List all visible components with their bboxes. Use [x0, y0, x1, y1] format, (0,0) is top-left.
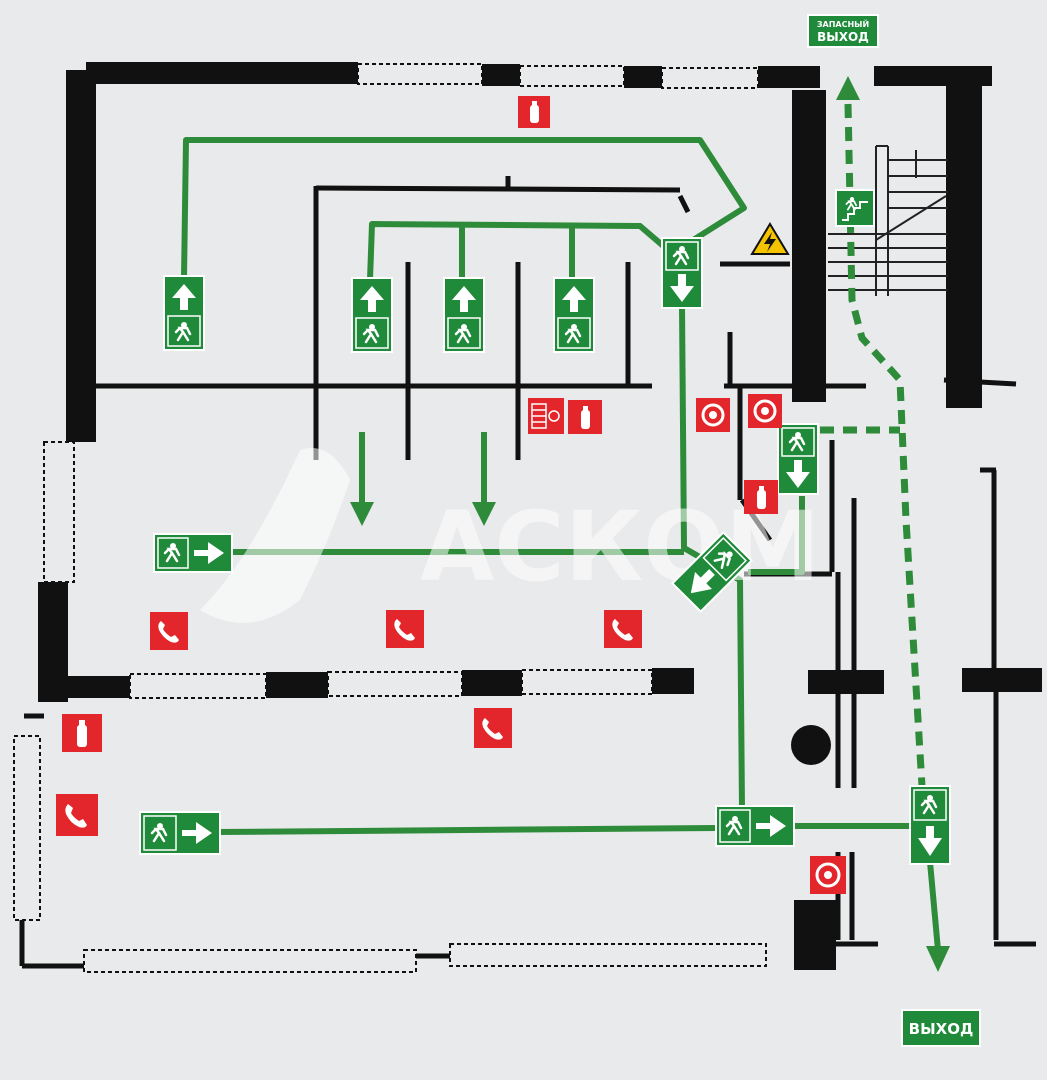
route-arrowheads — [350, 76, 950, 972]
emergency-exit-line2: ВЫХОД — [817, 30, 869, 44]
wall-mid-6 — [962, 668, 1042, 692]
wall-mid-1 — [50, 676, 130, 698]
right-arrow-signs — [139, 533, 795, 855]
right-arrow-icon — [715, 805, 795, 847]
wall-top-4 — [758, 66, 820, 88]
pillar-bottom — [794, 900, 836, 970]
up-arrow-icon — [443, 277, 485, 353]
right-arrow-icon — [153, 533, 233, 573]
fire-extinguisher-icon — [518, 96, 550, 128]
phone-icon — [150, 612, 188, 650]
up-arrow-signs — [163, 275, 595, 353]
fire-alarm-button-icon — [748, 394, 782, 428]
main-exit-sign: ВЫХОД — [901, 1009, 981, 1047]
emergency-exit-line1: ЗАПАСНЫЙ — [817, 18, 869, 29]
wall-top-1 — [86, 62, 358, 84]
fire-hydrant-icon — [528, 398, 564, 434]
wall-stair-right — [946, 84, 982, 408]
windows — [13, 63, 767, 973]
watermark-logo-icon — [200, 448, 350, 623]
down-arrow-icon — [670, 530, 754, 614]
phone-icon — [604, 610, 642, 648]
wall-mid-3 — [462, 670, 522, 696]
phone-icon — [474, 708, 512, 748]
wall-top-5 — [874, 66, 992, 86]
phone-icon — [56, 794, 98, 836]
up-arrow-icon — [553, 277, 595, 353]
wall-stair-left — [792, 90, 826, 402]
fire-extinguisher-icon — [568, 400, 602, 434]
fire-extinguisher-icon — [744, 480, 778, 514]
fire-extinguisher-icon — [62, 714, 102, 752]
fire-alarm-button-icon — [696, 398, 730, 432]
fire-alarm-button-icon — [810, 856, 846, 894]
main-exit-label: ВЫХОД — [909, 1020, 974, 1038]
phones — [56, 610, 642, 836]
fire-extinguishers — [62, 96, 778, 752]
fire-alarm-buttons — [696, 394, 846, 894]
staircase — [828, 145, 948, 296]
wall-mid-2 — [266, 672, 328, 698]
up-arrow-icon — [351, 277, 393, 353]
down-arrow-signs — [661, 237, 951, 865]
high-voltage-icon — [750, 222, 790, 255]
walls — [38, 62, 1042, 970]
wall-mid-5 — [808, 670, 884, 694]
up-arrow-icon — [163, 275, 205, 351]
phone-icon — [386, 610, 424, 648]
emergency-route-dashed — [820, 103, 926, 787]
stair-evacuation-icon — [835, 189, 875, 227]
down-arrow-icon — [661, 237, 703, 309]
wall-top-2 — [482, 64, 520, 86]
right-arrow-icon — [139, 811, 221, 855]
emergency-exit-sign: ЗАПАСНЫЙ ВЫХОД — [807, 14, 879, 48]
interior-walls — [19, 176, 1036, 969]
wall-top-3 — [624, 66, 662, 88]
wall-mid-4 — [652, 668, 694, 694]
down-arrow-icon — [909, 785, 951, 865]
wall-left-1 — [66, 70, 96, 442]
down-arrow-icon — [777, 423, 819, 495]
column-round — [791, 725, 831, 765]
